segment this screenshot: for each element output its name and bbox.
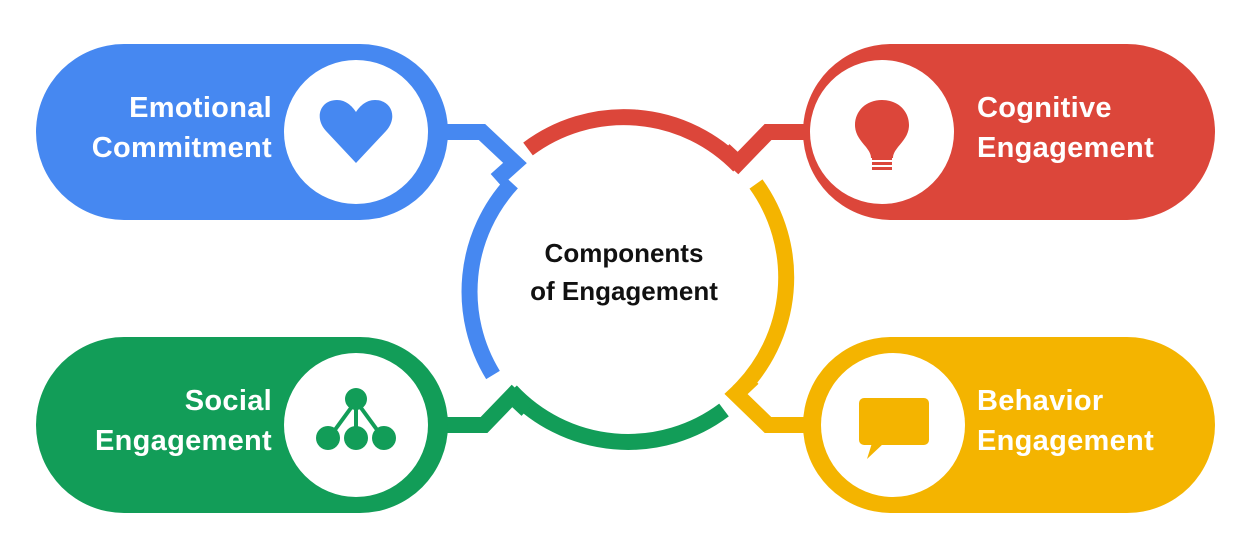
center-title-line-2: of Engagement: [530, 276, 718, 306]
label-line-1: Social: [184, 385, 272, 417]
label-line-2: Engagement: [977, 132, 1155, 164]
connectors: [440, 124, 810, 433]
ring-arc-green: [505, 385, 729, 450]
label-line-2: Engagement: [977, 425, 1155, 457]
connector-blue: [440, 124, 527, 186]
pill-cognitive-engagement: [803, 44, 1215, 220]
center-ring: [461, 109, 795, 450]
speech-bubble-icon: [859, 398, 929, 459]
heart-icon: [319, 100, 393, 163]
center-title: Components of Engagement: [474, 234, 774, 310]
ring-arc-yellow: [732, 179, 795, 398]
pill-social-engagement: [36, 337, 448, 513]
lightbulb-icon: [855, 100, 909, 170]
label-behavior-engagement: Behavior Engagement: [977, 381, 1217, 461]
label-line-1: Emotional: [129, 92, 272, 124]
ring-arc-blue: [461, 177, 518, 380]
connector-yellow: [724, 372, 810, 433]
ring-arc-red: [523, 109, 745, 172]
label-line-1: Cognitive: [977, 92, 1112, 124]
connector-green: [440, 384, 533, 433]
label-emotional-commitment: Emotional Commitment: [32, 88, 272, 168]
label-cognitive-engagement: Cognitive Engagement: [977, 88, 1217, 168]
label-social-engagement: Social Engagement: [32, 381, 272, 461]
pill-emotional-commitment: [36, 44, 448, 220]
center-title-line-1: Components: [544, 238, 704, 268]
label-line-2: Engagement: [94, 425, 272, 457]
pill-behavior-engagement: [803, 337, 1215, 513]
label-line-1: Behavior: [977, 385, 1104, 417]
label-line-2: Commitment: [91, 132, 272, 164]
network-icon: [316, 388, 396, 450]
connector-red: [718, 124, 810, 175]
